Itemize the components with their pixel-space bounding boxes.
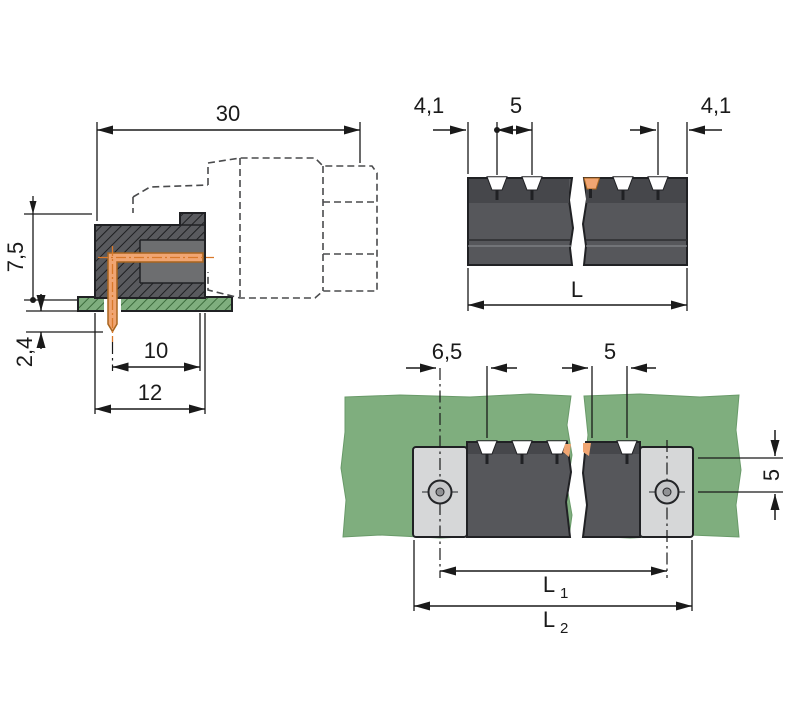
dim-edge-to-pin-right: 4,1 — [630, 93, 731, 175]
block-top-shade — [586, 179, 686, 203]
dim-L1: L 1 — [440, 566, 667, 602]
dim-L2: L 2 — [413, 540, 693, 637]
dim-label-L1: L — [543, 572, 555, 597]
dim-label-L2-sub: 2 — [560, 620, 568, 637]
front-block-left — [467, 176, 575, 266]
side-section-view: 30 7,5 2,4 10 — [3, 101, 378, 414]
solder-pin — [98, 246, 214, 342]
housing-top-lip — [180, 213, 205, 225]
dim-label-6-5: 6,5 — [432, 339, 463, 364]
housing-top-wall — [140, 225, 205, 240]
dim-label-L2: L — [543, 607, 555, 632]
exposed-copper-pin — [563, 444, 571, 457]
dim-label-10: 10 — [144, 338, 168, 363]
screw-center — [662, 487, 672, 497]
dim-row-spacing: 5 — [698, 430, 784, 520]
front-view: 4,1 5 4,1 L — [414, 93, 731, 311]
dim-pitch-top: 5 — [562, 339, 656, 438]
left-screw — [422, 368, 458, 578]
dim-total-depth: 30 — [96, 101, 361, 221]
block-top-shade — [469, 179, 569, 203]
dim-dot — [30, 297, 36, 303]
pin-copper-body — [107, 252, 204, 333]
dim-pin-height: 7,5 — [3, 196, 92, 303]
dim-label-4-1-left: 4,1 — [414, 93, 445, 118]
dim-edge-to-pin-left: 4,1 — [414, 93, 500, 175]
dim-label-4-1-right: 4,1 — [701, 93, 732, 118]
dim-label-5-row: 5 — [759, 469, 784, 481]
exposed-copper-pin — [583, 443, 591, 456]
mating-plug-phantom — [132, 157, 378, 299]
right-screw — [649, 440, 685, 578]
dim-screw-to-pin: 6,5 — [406, 339, 517, 438]
top-body-right-segment — [581, 440, 641, 538]
dim-label-5-front: 5 — [510, 93, 522, 118]
dim-label-5-top: 5 — [604, 339, 616, 364]
dim-pin-to-edge: 10 — [111, 313, 201, 372]
top-body-left-segment — [466, 440, 573, 538]
segment-body — [466, 441, 573, 538]
pin-notch — [486, 176, 543, 200]
screw-center — [435, 487, 445, 497]
dim-label-12: 12 — [138, 380, 162, 405]
dim-label-30: 30 — [216, 101, 240, 126]
arrow-down — [29, 201, 37, 214]
pcb-top-view: 6,5 5 5 L 1 L 2 — [340, 339, 784, 637]
pin-notch — [476, 440, 568, 464]
dim-pitch-front: 5 — [497, 93, 533, 175]
segment-top-shade — [585, 443, 639, 454]
segment-body — [581, 441, 641, 538]
pcb-cross-section — [77, 296, 233, 312]
pin-notch — [616, 440, 638, 464]
housing-bottom-wall — [140, 283, 205, 298]
dim-label-L1-sub: 1 — [560, 585, 568, 602]
dim-label-7-5: 7,5 — [3, 242, 28, 273]
dim-label-2-4: 2,4 — [12, 337, 37, 368]
dim-length-L: L — [467, 268, 688, 311]
dim-pin-protrusion: 2,4 — [12, 294, 103, 367]
pin-notch — [612, 176, 669, 200]
dim-body-width: 12 — [94, 313, 206, 414]
front-block-right — [581, 176, 688, 266]
exposed-copper-pin — [583, 177, 601, 190]
dim-label-L: L — [571, 277, 583, 302]
